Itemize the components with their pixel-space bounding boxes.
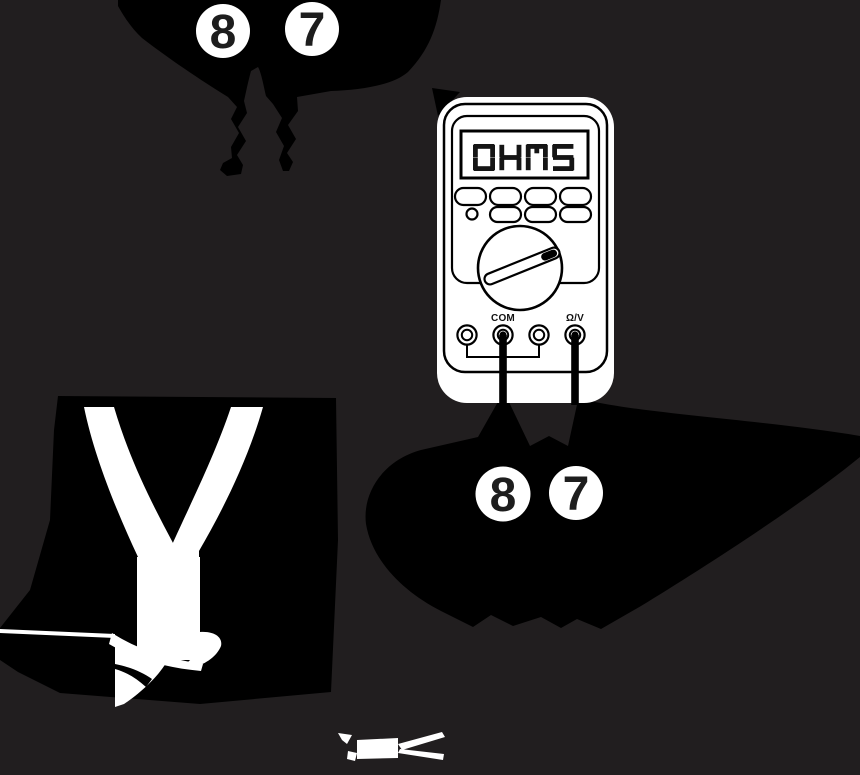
callout-number: 7 — [563, 468, 590, 521]
meter-button — [488, 205, 523, 224]
meter-dial-pointer — [483, 246, 561, 286]
callout-circle — [475, 466, 531, 522]
jack-3 — [528, 324, 550, 346]
connector-prong-lower — [398, 749, 444, 760]
tool-edge-line — [0, 629, 115, 638]
wire-pair-artwork — [0, 407, 263, 707]
meter-button — [453, 186, 488, 207]
callout-circle — [196, 4, 250, 58]
jack-1 — [456, 324, 478, 346]
tool-swoosh-band — [109, 633, 203, 671]
meter-button — [558, 186, 593, 207]
wire-sleeve — [137, 557, 200, 660]
callout-7-top: 7 — [285, 2, 339, 57]
callouts-below-meter: 8 7 — [475, 466, 603, 522]
connector-artwork — [338, 732, 445, 761]
sleeve-curl-tail — [187, 631, 222, 668]
meter-body-outline — [442, 102, 609, 374]
wire-left-strand — [84, 407, 173, 557]
test-lead-com — [499, 335, 507, 405]
callout-circle — [285, 2, 339, 56]
ohm-v-terminal-label: Ω/V — [566, 313, 584, 324]
meter-button — [558, 205, 593, 224]
corner-shadow-silhouette — [432, 88, 460, 116]
lcd-display-value — [473, 144, 575, 171]
callout-number: 8 — [490, 469, 517, 522]
connector-spark-mark — [338, 733, 352, 744]
top-wire-pair-silhouette — [118, 0, 441, 176]
meter-button — [488, 186, 523, 207]
meter-leads-blob-silhouette — [365, 400, 860, 629]
tool-fin-shadow-arc — [115, 664, 152, 687]
meter-buttons-row2 — [465, 205, 593, 224]
callout-circle — [549, 466, 603, 520]
callout-number: 8 — [210, 6, 237, 59]
meter-button — [523, 186, 558, 207]
meter-indicator-dot — [465, 207, 479, 221]
com-terminal-label: COM — [491, 313, 515, 324]
meter-button — [523, 205, 558, 224]
multimeter: COM Ω/V — [437, 97, 614, 405]
callouts-top-left: 8 7 — [196, 2, 339, 59]
connector-prong-upper — [398, 732, 445, 750]
connector-dot — [347, 751, 357, 761]
callout-8-meter: 8 — [475, 466, 531, 522]
callout-7-meter: 7 — [549, 466, 603, 521]
test-lead-ohm-v — [571, 335, 579, 405]
callout-number: 7 — [299, 4, 326, 57]
connector-body — [357, 738, 398, 759]
wire-right-strand — [172, 407, 263, 557]
meter-buttons-row1 — [453, 186, 593, 207]
callout-8-top: 8 — [196, 4, 250, 59]
